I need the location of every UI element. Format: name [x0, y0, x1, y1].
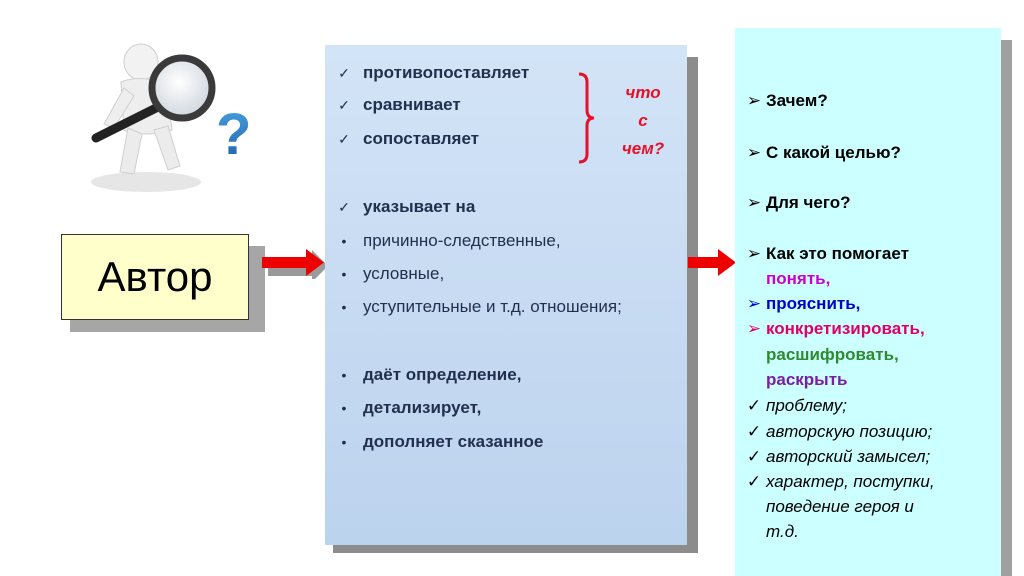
- question-text: Для чего?: [766, 193, 851, 212]
- object-item: ✓ авторскую позицию;: [742, 421, 932, 442]
- object-text: авторский замысел;: [766, 447, 931, 466]
- list-item-text: сопоставляет: [363, 129, 480, 148]
- question-item: ➢ С какой целью?: [742, 142, 901, 163]
- question-text: Зачем?: [766, 91, 828, 110]
- list-item: • уступительные и т.д. отношения;: [325, 297, 622, 317]
- check-icon: ✓: [338, 198, 350, 215]
- author-label: Автор: [97, 253, 213, 300]
- bullet-icon: •: [341, 299, 347, 315]
- verb-item: понять,: [742, 268, 830, 289]
- question-item: ➢ Как это помогает: [742, 243, 909, 264]
- verb-text: понять,: [766, 269, 831, 288]
- bullet-icon: •: [341, 434, 347, 450]
- object-text: авторскую позицию;: [766, 422, 933, 441]
- arrowhead-bullet-icon: ➢: [746, 91, 762, 110]
- curly-bracket-icon: [578, 72, 595, 164]
- note-line: что: [625, 83, 661, 102]
- verb-item: раскрыть: [742, 369, 847, 390]
- object-item: ✓ проблему;: [742, 395, 847, 416]
- check-icon: ✓: [746, 472, 762, 491]
- list-item: • детализирует,: [325, 398, 482, 418]
- arrowhead-bullet-icon: ➢: [746, 319, 762, 338]
- verb-text: прояснить,: [766, 294, 861, 313]
- list-item-text: причинно-следственные,: [363, 231, 561, 250]
- list-item: ✓ сопоставляет: [325, 129, 479, 149]
- list-item-text: сравнивает: [363, 95, 461, 114]
- check-icon: ✓: [746, 447, 762, 466]
- question-mark-icon: ?: [216, 102, 251, 167]
- list-item: • условные,: [325, 264, 445, 284]
- object-text: проблему;: [766, 396, 847, 415]
- list-item: • даёт определение,: [325, 365, 522, 385]
- right-panel: [735, 28, 1001, 576]
- list-item-text: даёт определение,: [363, 365, 522, 384]
- verb-text: конкретизировать,: [766, 319, 925, 338]
- verb-item: ➢ конкретизировать,: [742, 318, 925, 339]
- question-text: С какой целью?: [766, 143, 901, 162]
- author-box: Автор: [61, 234, 249, 320]
- middle-panel: ✓ противопоставляет ✓ сравнивает ✓ сопос…: [325, 45, 687, 545]
- object-text-line: поведение героя и: [766, 497, 914, 516]
- bullet-icon: •: [341, 400, 347, 416]
- check-icon: ✓: [746, 422, 762, 441]
- list-item-text: дополняет сказанное: [363, 432, 544, 451]
- list-item: ✓ сравнивает: [325, 95, 461, 115]
- list-item: ✓ указывает на: [325, 197, 475, 217]
- verb-text: расшифровать,: [766, 345, 899, 364]
- bullet-icon: •: [341, 266, 347, 282]
- verb-item: ➢ прояснить,: [742, 293, 861, 314]
- check-icon: ✓: [338, 130, 350, 147]
- list-item-text: детализирует,: [363, 398, 482, 417]
- magnifier-person-icon: ?: [76, 22, 256, 200]
- list-item: ✓ противопоставляет: [325, 63, 529, 83]
- arrowhead-bullet-icon: ➢: [746, 143, 762, 162]
- arrowhead-bullet-icon: ➢: [746, 244, 762, 263]
- note-line: с: [638, 111, 648, 130]
- question-item: ➢ Зачем?: [742, 90, 828, 111]
- right-panel-shadow: [1000, 40, 1012, 576]
- question-item: ➢ Для чего?: [742, 192, 851, 213]
- arrow-right-icon: [262, 249, 328, 279]
- object-text-line: характер, поступки,: [766, 472, 935, 491]
- bullet-icon: •: [341, 367, 347, 383]
- check-icon: ✓: [338, 96, 350, 113]
- list-item: • причинно-следственные,: [325, 231, 561, 251]
- note-what-with-what: что с чем?: [605, 79, 681, 163]
- object-text-line: т.д.: [766, 522, 799, 541]
- list-item-text: противопоставляет: [363, 63, 530, 82]
- list-item-text: указывает на: [363, 197, 476, 216]
- bullet-icon: •: [341, 233, 347, 249]
- arrow-right-icon: [688, 249, 736, 276]
- object-item: ✓ характер, поступки, поведение героя и …: [742, 471, 935, 544]
- note-line: чем?: [621, 139, 665, 158]
- verb-item: расшифровать,: [742, 344, 899, 365]
- arrowhead-bullet-icon: ➢: [746, 294, 762, 313]
- check-icon: ✓: [746, 396, 762, 415]
- list-item-text: уступительные и т.д. отношения;: [363, 297, 622, 316]
- question-text: Как это помогает: [766, 244, 909, 263]
- check-icon: ✓: [338, 64, 350, 81]
- object-item: ✓ авторский замысел;: [742, 446, 930, 467]
- arrowhead-bullet-icon: ➢: [746, 193, 762, 212]
- verb-text: раскрыть: [766, 370, 848, 389]
- list-item-text: условные,: [363, 264, 445, 283]
- list-item: • дополняет сказанное: [325, 432, 544, 452]
